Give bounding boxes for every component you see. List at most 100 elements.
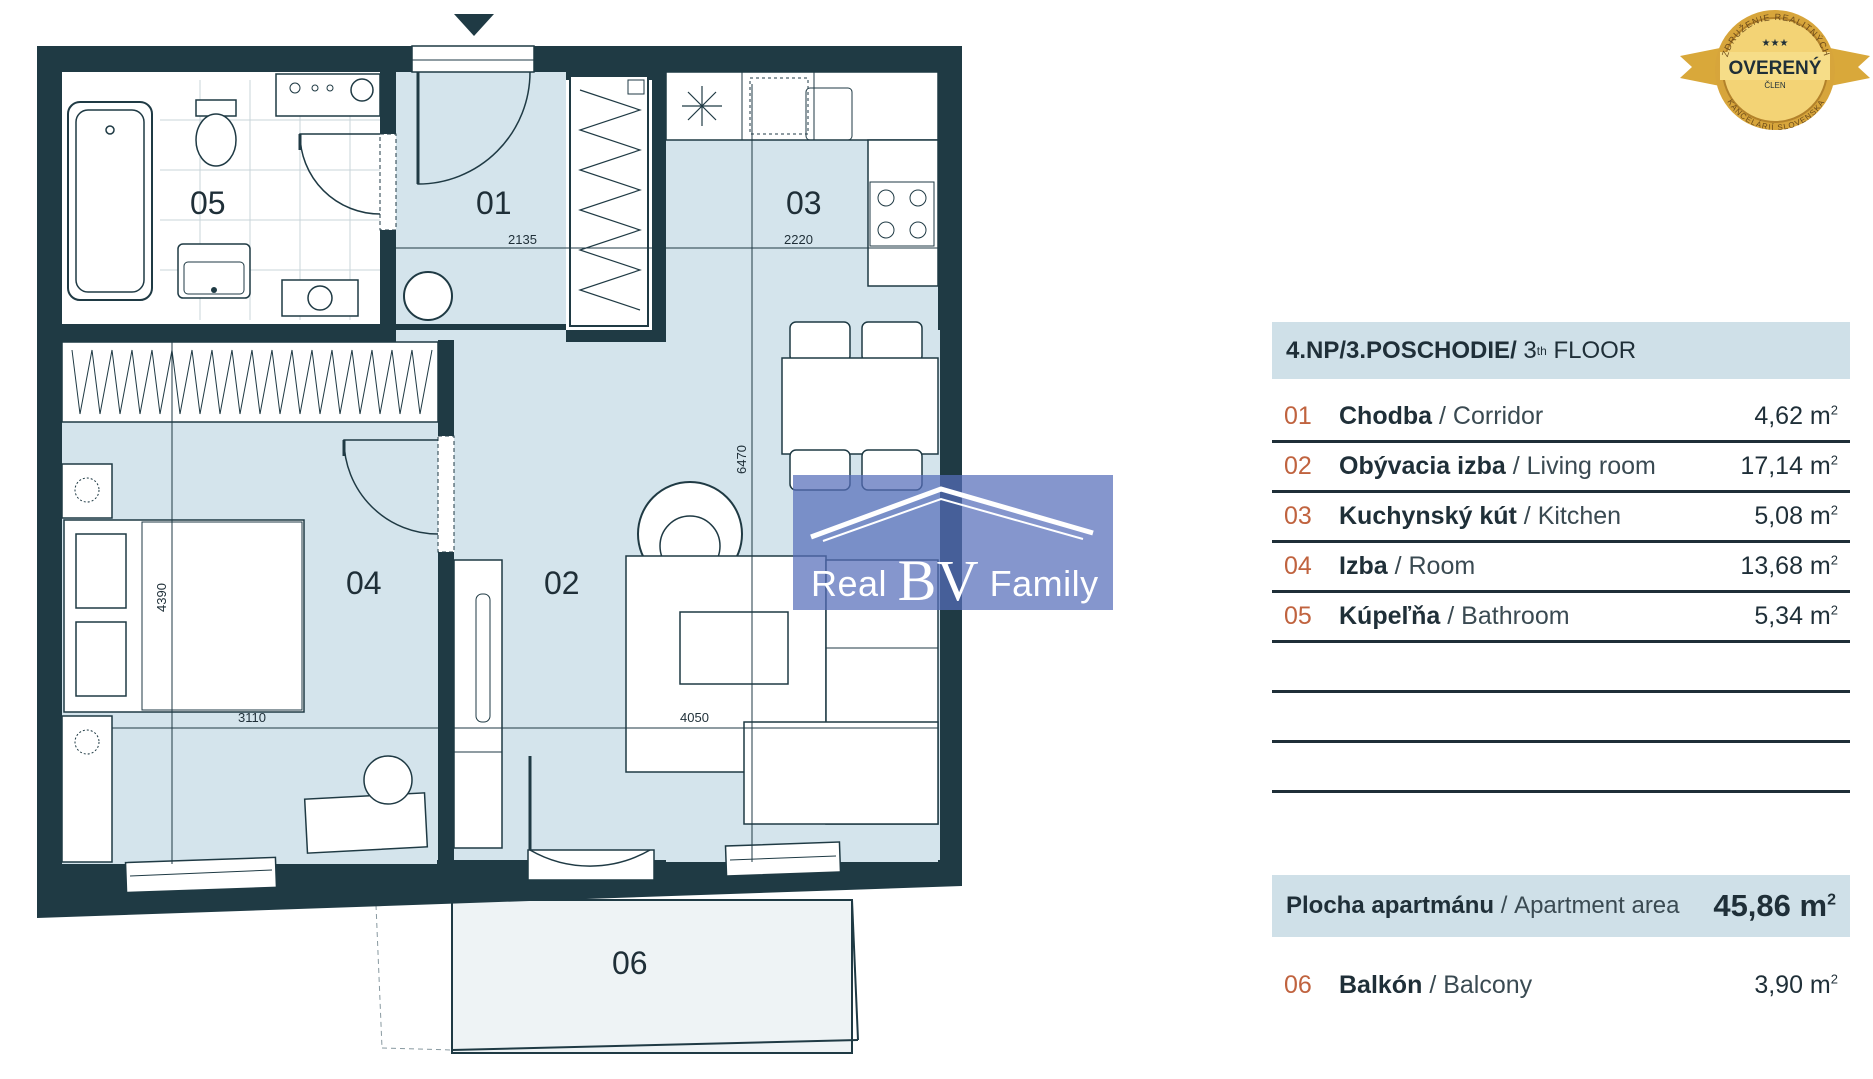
room-label-03: 03 xyxy=(786,185,822,221)
room-area: 5,08 m xyxy=(1754,502,1831,530)
room-label-05: 05 xyxy=(190,185,226,221)
room-area: 13,68 m xyxy=(1740,552,1831,580)
empty-row xyxy=(1272,743,1850,793)
watermark-real: Real xyxy=(811,563,888,604)
room-list: 01 Chodba / Corridor 4,62 m2 02 Obývacia… xyxy=(1272,393,1850,793)
unit-sup: 2 xyxy=(1830,602,1838,618)
separator: / xyxy=(1394,552,1402,580)
dimension-2135: 2135 xyxy=(508,232,537,247)
separator: / xyxy=(1447,602,1455,630)
washing-machine-unit xyxy=(275,73,381,117)
room-label-04: 04 xyxy=(346,565,382,601)
toilet xyxy=(195,99,237,167)
kitchen-counter xyxy=(665,71,939,287)
floor-header-num: 3 xyxy=(1523,336,1537,364)
separator: / xyxy=(1429,970,1437,999)
bedroom-door xyxy=(342,435,455,553)
list-item: 01 Chodba / Corridor 4,62 m2 xyxy=(1272,393,1850,443)
badge-stars: ★★★ xyxy=(1762,38,1789,49)
room-name-en: Room xyxy=(1408,552,1476,580)
separator: / xyxy=(1512,452,1520,480)
list-item: 02 Obývacia izba / Living room 17,14 m2 xyxy=(1272,443,1850,493)
living-wardrobe xyxy=(453,559,503,849)
separator: / xyxy=(1523,502,1531,530)
sink xyxy=(177,243,251,299)
bathtub xyxy=(67,101,153,301)
room-number: 01 xyxy=(1284,402,1312,430)
balcony-unit-sup: 2 xyxy=(1830,971,1838,987)
room-name-sk: Obývacia izba xyxy=(1339,452,1506,480)
total-label-en: Apartment area xyxy=(1514,892,1680,919)
balcony-row: 06 Balkón / Balcony 3,90 m2 xyxy=(1272,960,1850,1010)
kitchen-fridge-symbol xyxy=(682,86,722,126)
roof-icon xyxy=(810,486,1094,542)
list-item: 05 Kúpeľňa / Bathroom 5,34 m2 xyxy=(1272,593,1850,643)
dimension-2220: 2220 xyxy=(784,232,813,247)
balcony-area xyxy=(375,899,859,1054)
corridor-ottoman xyxy=(403,271,453,321)
room-area: 5,34 m xyxy=(1754,602,1831,630)
room-name-en: Bathroom xyxy=(1461,602,1570,630)
total-value: 45,86 m xyxy=(1713,888,1828,923)
floor-header-sup: th xyxy=(1536,343,1547,358)
balcony-name-sk: Balkón xyxy=(1339,970,1423,999)
empty-row xyxy=(1272,643,1850,693)
room-name-sk: Kuchynský kút xyxy=(1339,502,1517,530)
verified-member-badge: ZDRUŽENIE REALITNÝCH ★★★ OVERENÝ ČLEN KA… xyxy=(1680,10,1870,132)
corridor-wardrobe xyxy=(569,75,649,327)
dimension-4050: 4050 xyxy=(680,710,709,725)
room-number: 05 xyxy=(1284,602,1312,630)
dimension-3110: 3110 xyxy=(238,710,266,725)
balcony-door xyxy=(527,756,655,881)
total-label-sk: Plocha apartmánu xyxy=(1286,892,1495,919)
room-number: 04 xyxy=(1284,552,1312,580)
badge-main-text: OVERENÝ xyxy=(1729,57,1822,79)
room-label-02: 02 xyxy=(544,565,580,601)
bedroom-nightstands xyxy=(61,463,113,863)
list-item: 03 Kuchynský kút / Kitchen 5,08 m2 xyxy=(1272,493,1850,543)
separator: / xyxy=(1500,892,1508,919)
empty-row xyxy=(1272,693,1850,743)
room-label-06: 06 xyxy=(612,945,648,981)
floor-header-rest: FLOOR xyxy=(1553,336,1637,364)
balcony-number: 06 xyxy=(1284,970,1312,999)
watermark-logo: Real BV Family xyxy=(793,475,1113,613)
room-name-en: Living room xyxy=(1526,452,1656,480)
windows xyxy=(124,841,842,894)
entrance-door xyxy=(411,45,535,185)
room-name-en: Kitchen xyxy=(1537,502,1622,530)
bed xyxy=(63,519,305,713)
list-item: 04 Izba / Room 13,68 m2 xyxy=(1272,543,1850,593)
floor-drain xyxy=(281,279,359,317)
room-name-en: Corridor xyxy=(1452,402,1544,430)
room-area: 17,14 m xyxy=(1740,452,1831,480)
entrance-arrow xyxy=(454,14,494,36)
room-name-sk: Izba xyxy=(1339,552,1388,580)
room-number: 02 xyxy=(1284,452,1312,480)
separator: / xyxy=(1439,402,1446,430)
dimension-4390: 4390 xyxy=(154,583,169,612)
room-number: 03 xyxy=(1284,502,1312,530)
dimension-lines xyxy=(112,84,938,864)
bathroom-door xyxy=(298,133,397,231)
room-area: 4,62 m xyxy=(1754,402,1831,430)
unit-sup: 2 xyxy=(1830,452,1838,468)
room-name-sk: Kúpeľňa xyxy=(1339,602,1441,630)
floor-plan: 2135 2220 6470 4390 3110 4050 01 02 03 0… xyxy=(37,14,962,1054)
room-name-sk: Chodba xyxy=(1339,402,1433,430)
dimension-6470: 6470 xyxy=(734,445,749,474)
total-unit-sup: 2 xyxy=(1827,891,1836,909)
watermark-bv: BV xyxy=(897,548,980,613)
badge-sub-text: ČLEN xyxy=(1764,81,1786,90)
apartment-area-total: Plocha apartmánu / Apartment area 45,86 … xyxy=(1272,875,1850,937)
bedroom-wardrobe xyxy=(61,341,439,423)
unit-sup: 2 xyxy=(1830,552,1838,568)
unit-sup: 2 xyxy=(1830,502,1838,518)
unit-sup: 2 xyxy=(1830,402,1838,418)
room-label-01: 01 xyxy=(476,185,512,221)
desk-and-chair xyxy=(303,755,429,854)
watermark-family: Family xyxy=(989,563,1099,604)
floor-header-bold: 4.NP/3.POSCHODIE/ xyxy=(1286,336,1517,364)
balcony-name-en: Balcony xyxy=(1443,970,1533,999)
